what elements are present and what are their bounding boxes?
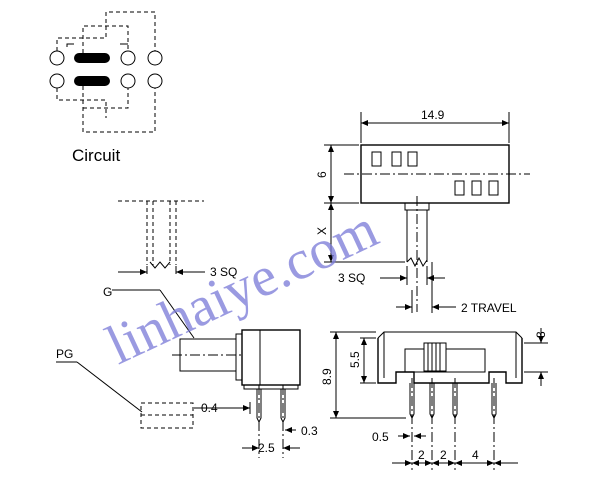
dim-body-height: 6: [315, 171, 329, 178]
terminal-bot-2: [120, 73, 136, 89]
terminal-bot-3: [147, 73, 163, 89]
terminal-top-3: [147, 50, 163, 66]
terminal-bot-1: [49, 73, 65, 89]
side-view: G 2.5 0.3 PG 0.4: [56, 285, 318, 458]
dim-overall-height: 8.9: [320, 368, 334, 385]
dim-actuator-sq-front: 3 SQ: [338, 271, 365, 285]
terminal-top-2: [120, 50, 136, 66]
dim-width: 14.9: [421, 108, 445, 122]
callout-g: G: [103, 285, 112, 299]
dim-body-side-height: 5.5: [348, 351, 362, 368]
contact-bar-top: [74, 53, 110, 63]
contact-bar-bottom: [74, 76, 110, 86]
slider-knob: [423, 342, 447, 372]
dim-height-x: X: [315, 227, 329, 235]
dim-pin-spacing: 2.5: [258, 441, 275, 455]
top-view: 14.9 6 X 3 SQ 2 TRAVEL: [315, 108, 530, 315]
dim-pitch-3: 4: [472, 448, 479, 462]
terminal-top-1: [49, 50, 65, 66]
circuit-title: Circuit: [72, 146, 120, 165]
actuator-side-detail: 3 SQ: [118, 200, 237, 279]
dim-pitch-2: 2: [440, 448, 447, 462]
dim-g-offset: 0.4: [201, 401, 218, 415]
callout-pg: PG: [56, 347, 73, 361]
dim-pin-thickness: 0.5: [372, 430, 389, 444]
dim-actuator-sq-side: 3 SQ: [210, 265, 237, 279]
dim-travel: 2 TRAVEL: [461, 301, 517, 315]
circuit-schematic: Circuit: [49, 11, 163, 165]
dim-knob-height: 3: [534, 331, 548, 338]
switch-body-front: [377, 338, 523, 384]
front-view: 8.9 5.5 3 0.5 2 2 4: [320, 328, 548, 470]
dim-pin-width: 0.3: [301, 424, 318, 438]
switch-body-side: [241, 329, 301, 386]
dim-pitch-1: 2: [418, 448, 425, 462]
